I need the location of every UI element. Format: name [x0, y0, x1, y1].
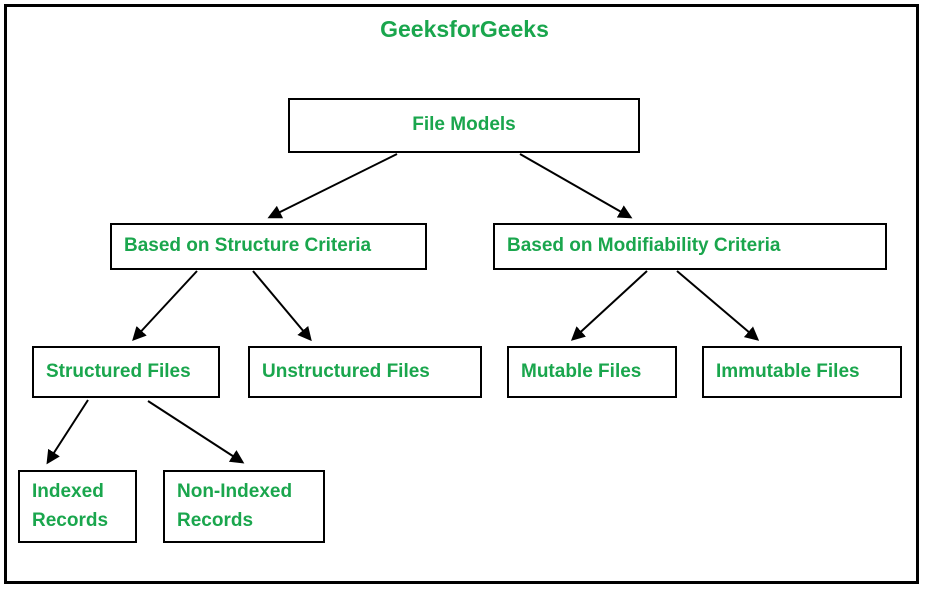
- node-immutable-files: Immutable Files: [702, 346, 902, 398]
- node-file-models-label: File Models: [412, 114, 516, 136]
- node-unstructured-label: Unstructured Files: [262, 360, 430, 382]
- node-mutable-label: Mutable Files: [521, 360, 642, 382]
- node-structured-label: Structured Files: [46, 360, 191, 382]
- page-title: GeeksforGeeks: [380, 16, 549, 42]
- node-non-indexed-records: Non-Indexed Records: [163, 470, 325, 543]
- node-modifiability-label: Based on Modifiability Criteria: [507, 235, 781, 257]
- node-indexed-label: Indexed Records: [32, 481, 109, 531]
- node-structured-files: Structured Files: [32, 346, 220, 398]
- node-indexed-records: Indexed Records: [18, 470, 137, 543]
- node-mutable-files: Mutable Files: [507, 346, 677, 398]
- node-based-on-modifiability-criteria: Based on Modifiability Criteria: [493, 223, 887, 270]
- node-non-indexed-label: Non-Indexed Records: [177, 481, 293, 531]
- node-file-models: File Models: [288, 98, 640, 153]
- node-immutable-label: Immutable Files: [716, 360, 860, 382]
- node-based-on-structure-criteria: Based on Structure Criteria: [110, 223, 427, 270]
- outer-border: [4, 4, 919, 584]
- node-structure-label: Based on Structure Criteria: [124, 235, 372, 257]
- node-unstructured-files: Unstructured Files: [248, 346, 482, 398]
